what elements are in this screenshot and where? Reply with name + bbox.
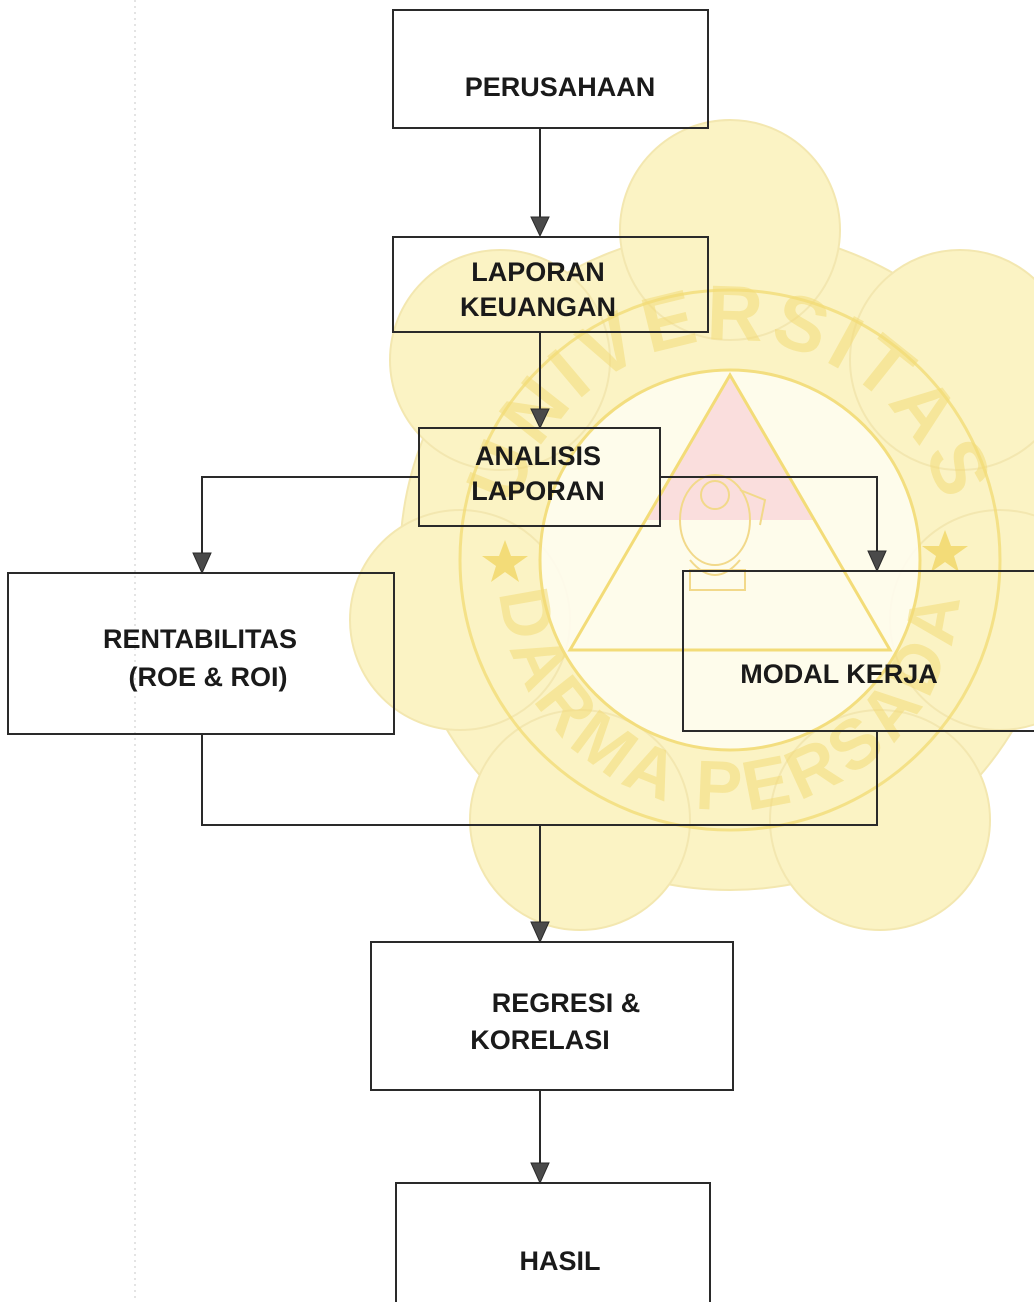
connector-analisis-to-rentabilitas [201,476,419,558]
node-laporan-keuangan: LAPORAN KEUANGAN [392,236,709,333]
node-modal-kerja: MODAL KERJA [682,570,1034,732]
node-perusahaan: PERUSAHAAN [392,9,709,129]
arrowhead-down-icon [530,921,550,944]
node-regresi-korelasi: REGRESI & KORELASI [370,941,734,1091]
node-label: HASIL [520,1246,601,1276]
arrowheads [192,216,887,1185]
node-analisis-laporan: ANALISIS LAPORAN [418,427,661,527]
arrowhead-down-icon [192,552,212,575]
node-label: (ROE & ROI) [129,662,288,692]
arrowhead-down-icon [530,1162,550,1185]
watermark-star-right [922,530,968,572]
node-label: RENTABILITAS [103,624,297,654]
node-label: REGRESI & [492,988,641,1018]
seal-outer-ring [458,288,1002,832]
seal-triangle-top [645,375,815,520]
connectors [201,128,878,1168]
node-label: LAPORAN [471,257,605,287]
node-hasil: HASIL [395,1182,711,1302]
seal-triangle [567,372,893,652]
connector-analisis-to-modal [660,476,878,556]
node-label: PERUSAHAAN [465,72,656,102]
node-label: ANALISIS [475,441,601,471]
node-label: MODAL KERJA [740,659,938,689]
arrowhead-down-icon [867,550,887,573]
node-label: KORELASI [470,1025,610,1055]
node-rentabilitas: RENTABILITAS (ROE & ROI) [7,572,395,735]
node-label: LAPORAN [471,476,605,506]
watermark-star-left [482,540,528,582]
university-seal-watermark: UNIVERSITAS DARMA PERSADA [349,119,1034,931]
ganesha-emblem [679,474,767,591]
arrowhead-down-icon [530,216,550,238]
node-label: KEUANGAN [460,292,616,322]
arrowhead-down-icon [530,408,550,430]
